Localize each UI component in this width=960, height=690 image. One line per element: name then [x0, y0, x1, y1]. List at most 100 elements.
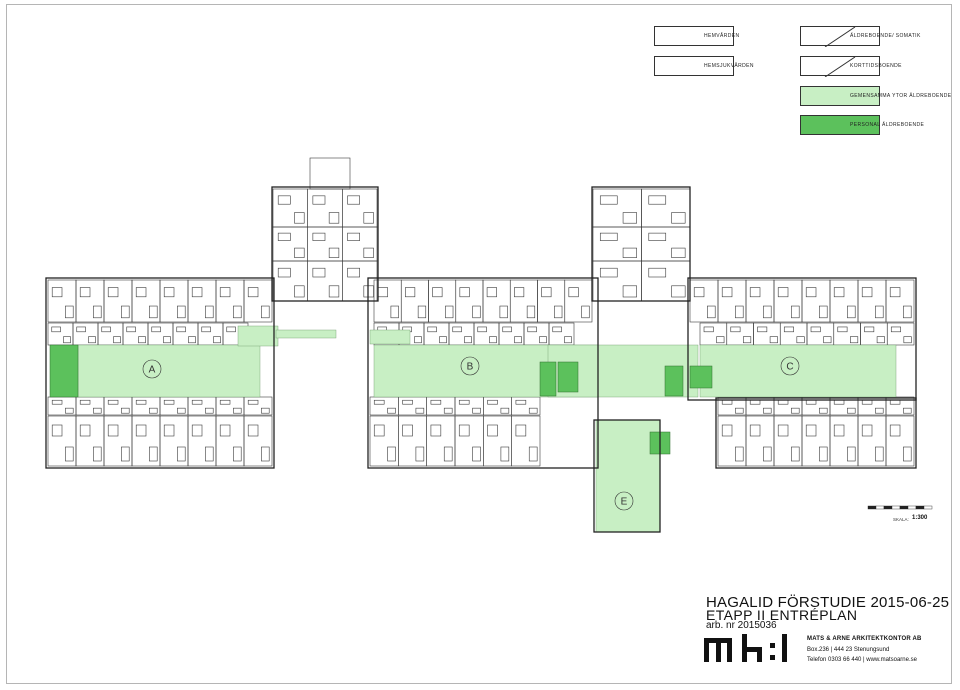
scale-segment: [907, 505, 917, 510]
common-area: [699, 344, 897, 398]
bed: [833, 399, 845, 405]
bed: [191, 424, 203, 437]
resident-room: [801, 415, 831, 467]
common-area: [595, 419, 661, 533]
bed: [79, 399, 91, 405]
bed: [487, 424, 498, 437]
diagonal-slash-icon: [824, 26, 856, 48]
bathroom: [903, 336, 912, 344]
bed: [201, 326, 211, 333]
bed: [703, 326, 714, 333]
resident-room: [215, 415, 245, 467]
storage-room: [523, 322, 550, 346]
resident-room: [426, 415, 456, 467]
firm-address: Box.236 | 444 23 Stenungsund: [807, 647, 890, 653]
bed: [277, 232, 291, 241]
firm-logo: [704, 634, 787, 662]
resident-room: [801, 279, 831, 323]
bed: [861, 424, 873, 437]
resident-room: [159, 415, 189, 467]
bed: [432, 287, 443, 298]
bed: [312, 267, 326, 278]
storage-room: [779, 322, 808, 346]
storage-room: [548, 322, 575, 346]
bed: [487, 399, 498, 405]
bed: [373, 424, 385, 437]
bed: [777, 399, 789, 405]
resident-room: [159, 279, 189, 323]
bed: [783, 326, 794, 333]
bathroom: [539, 336, 547, 344]
outer-walls: [45, 186, 917, 533]
office-room: [307, 226, 343, 262]
bathroom: [177, 446, 186, 462]
bathroom: [328, 212, 340, 224]
bathroom: [387, 446, 396, 462]
bathroom: [903, 407, 912, 414]
bed: [219, 287, 231, 298]
storage-room: [426, 396, 456, 416]
bathroom: [149, 305, 158, 319]
office-room: [272, 260, 308, 302]
resident-room: [829, 279, 859, 323]
bathroom: [554, 305, 563, 319]
bed: [552, 326, 562, 333]
firm-name: MATS & ARNE ARKITEKTKONTOR AB: [807, 636, 922, 642]
bed: [777, 287, 789, 298]
bathroom: [415, 407, 425, 414]
bathroom: [163, 336, 171, 344]
bathroom: [177, 305, 186, 319]
bed: [749, 287, 761, 298]
office-room: [342, 260, 378, 302]
common-area: [237, 325, 279, 347]
scale-segment: [883, 505, 893, 510]
resident-room: [717, 415, 747, 467]
bathroom: [847, 446, 856, 462]
bathroom: [763, 305, 772, 319]
bed: [757, 326, 768, 333]
resident-room: [773, 415, 803, 467]
entrance-canopy: [309, 157, 351, 190]
storage-room: [454, 396, 484, 416]
bathroom: [528, 407, 538, 414]
resident-room: [564, 279, 593, 323]
resident-room: [131, 415, 161, 467]
staff-area: [664, 365, 684, 397]
office-room: [592, 260, 642, 302]
resident-room: [509, 279, 538, 323]
bed: [459, 287, 470, 298]
resident-room: [243, 415, 273, 467]
storage-room: [159, 396, 189, 416]
bed: [219, 399, 231, 405]
bathroom: [671, 285, 686, 298]
bed: [541, 287, 552, 298]
storage-room: [131, 396, 161, 416]
bed: [373, 399, 385, 405]
staff-area: [49, 344, 79, 398]
bathroom: [205, 446, 214, 462]
scale-segment: [923, 505, 933, 510]
scale-label: SKALA:: [893, 517, 909, 522]
bed: [79, 424, 91, 437]
bed: [51, 287, 63, 298]
bathroom: [791, 446, 800, 462]
bathroom: [735, 305, 744, 319]
bed: [721, 287, 733, 298]
bathroom: [233, 446, 242, 462]
wing-label: B: [467, 362, 474, 373]
bed: [176, 326, 186, 333]
storage-room: [398, 396, 427, 416]
bathroom: [819, 305, 828, 319]
bathroom: [847, 305, 856, 319]
bathroom: [443, 446, 453, 462]
resident-room: [75, 279, 105, 323]
bed: [864, 326, 875, 333]
bathroom: [823, 336, 832, 344]
exterior-wall: [271, 186, 379, 302]
bathroom: [472, 407, 481, 414]
bathroom: [819, 446, 828, 462]
bathroom: [445, 305, 454, 319]
storage-room: [726, 322, 754, 346]
storage-room: [369, 396, 399, 416]
bathroom: [581, 305, 590, 319]
